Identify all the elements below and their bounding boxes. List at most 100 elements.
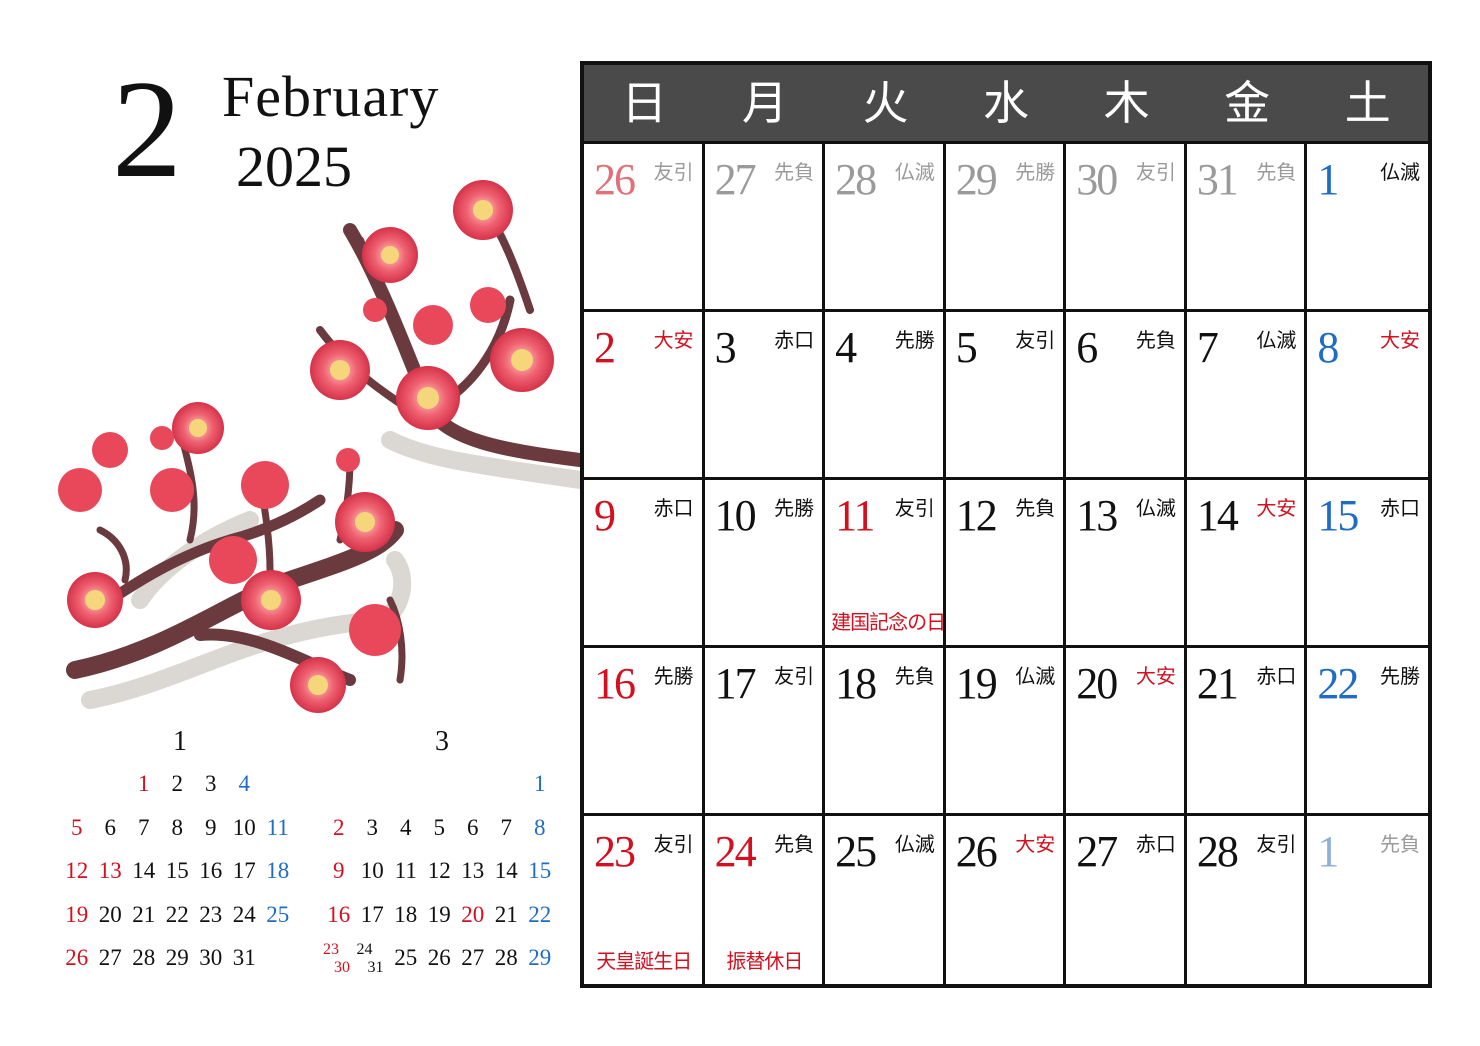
- rokuyo-label: 赤口: [1135, 832, 1176, 856]
- mini-calendar-day: 11: [266, 814, 289, 840]
- mini-calendar-day-upper: 24: [356, 941, 373, 958]
- rokuyo-label: 仏滅: [894, 832, 935, 856]
- mini-calendar-day: 10: [232, 814, 256, 840]
- blossom: [172, 402, 224, 454]
- blossom: [209, 536, 257, 584]
- day-number: 3: [714, 323, 737, 372]
- day-number: 18: [835, 659, 877, 708]
- mini-calendar-day: 2: [333, 814, 345, 840]
- day-number: 16: [594, 659, 636, 708]
- mini-calendar-day: 7: [138, 814, 150, 840]
- mini-calendar-day: [261, 762, 295, 806]
- mini-calendar-day: 29: [165, 945, 189, 970]
- mini-calendar-day: 26: [65, 945, 89, 970]
- month-name: February: [222, 64, 440, 129]
- rokuyo-label: 仏滅: [1015, 664, 1056, 688]
- rokuyo-label: 先勝: [894, 328, 935, 352]
- day-number: 11: [835, 491, 875, 540]
- rokuyo-label: 赤口: [1256, 664, 1297, 688]
- blossom: [150, 426, 174, 450]
- mini-calendar-day: 28: [494, 945, 518, 970]
- weekday-label: 土: [1344, 76, 1391, 130]
- weekday-label: 木: [1103, 76, 1150, 130]
- mini-calendar-day: 14: [132, 858, 156, 883]
- mini-calendar-day: 6: [467, 814, 479, 840]
- blossom: [92, 432, 128, 468]
- mini-calendar-day: 25: [266, 901, 290, 927]
- mini-calendar-day: 17: [360, 901, 384, 927]
- rokuyo-label: 大安: [1379, 328, 1420, 352]
- blossoms: [58, 180, 554, 713]
- rokuyo-label: 先勝: [1379, 664, 1420, 688]
- mini-calendar-day: [423, 762, 457, 806]
- weekday-label: 金: [1224, 76, 1271, 130]
- mini-calendar-day: 5: [433, 814, 446, 840]
- mini-calendar-day: 21: [494, 901, 518, 927]
- rokuyo-label: 友引: [653, 160, 694, 184]
- rokuyo-label: 仏滅: [1135, 496, 1176, 520]
- mini-calendar-day: 20: [98, 901, 122, 927]
- mini-calendar-day: 26: [427, 945, 451, 970]
- blossom: [470, 287, 506, 323]
- day-number: 1: [1317, 827, 1339, 876]
- rokuyo-label: 友引: [653, 832, 694, 856]
- day-number: 25: [835, 827, 877, 876]
- calendar-day-cell: 8 大安: [1307, 312, 1428, 480]
- mini-calendar-day: 3: [366, 814, 379, 840]
- mini-calendar-title: 3: [435, 726, 449, 757]
- mini-calendar-day: 19: [427, 901, 451, 927]
- mini-calendar-day: [389, 762, 423, 806]
- mini-calendar-day: 3: [205, 771, 217, 796]
- day-number: 30: [1076, 155, 1118, 204]
- mini-calendar-day: 18: [266, 858, 290, 883]
- day-number: 24: [714, 827, 757, 876]
- day-number: 27: [1076, 827, 1118, 876]
- mini-calendar-day: 1: [138, 771, 150, 796]
- day-number: 26: [594, 155, 636, 204]
- calendar-day-cell: 1 先負: [1307, 816, 1428, 984]
- day-number: 8: [1317, 323, 1339, 372]
- mini-calendar-day: 13: [98, 858, 122, 883]
- calendar-day-cell: 16 先勝: [584, 648, 705, 816]
- day-number: 27: [714, 155, 757, 204]
- blossom: [363, 298, 387, 322]
- day-number: 6: [1076, 323, 1098, 372]
- mini-calendar-day: 28: [132, 945, 156, 970]
- mini-calendar-day: 19: [65, 901, 89, 927]
- day-number: 7: [1196, 323, 1219, 372]
- rokuyo-label: 友引: [1015, 328, 1056, 352]
- day-number: 21: [1196, 659, 1239, 708]
- blossom: [453, 180, 513, 240]
- rokuyo-label: 先負: [1256, 160, 1297, 184]
- day-number: 23: [594, 827, 636, 876]
- mini-calendar-day: 27: [98, 945, 122, 970]
- rokuyo-label: 先負: [1379, 832, 1420, 856]
- blossom: [413, 305, 453, 345]
- rokuyo-label: 仏滅: [1256, 328, 1297, 352]
- mini-calendar-day: 9: [333, 858, 345, 883]
- holiday-name: 振替休日: [726, 949, 803, 973]
- mini-calendar-day: 16: [199, 858, 223, 883]
- blossom: [67, 572, 123, 628]
- day-number: 28: [835, 155, 877, 204]
- blossom: [310, 340, 370, 400]
- rokuyo-label: 先勝: [653, 664, 694, 688]
- rokuyo-label: 友引: [774, 664, 815, 688]
- rokuyo-label: 友引: [894, 496, 935, 520]
- mini-calendar-day: 9: [205, 814, 217, 840]
- day-number: 29: [955, 155, 998, 204]
